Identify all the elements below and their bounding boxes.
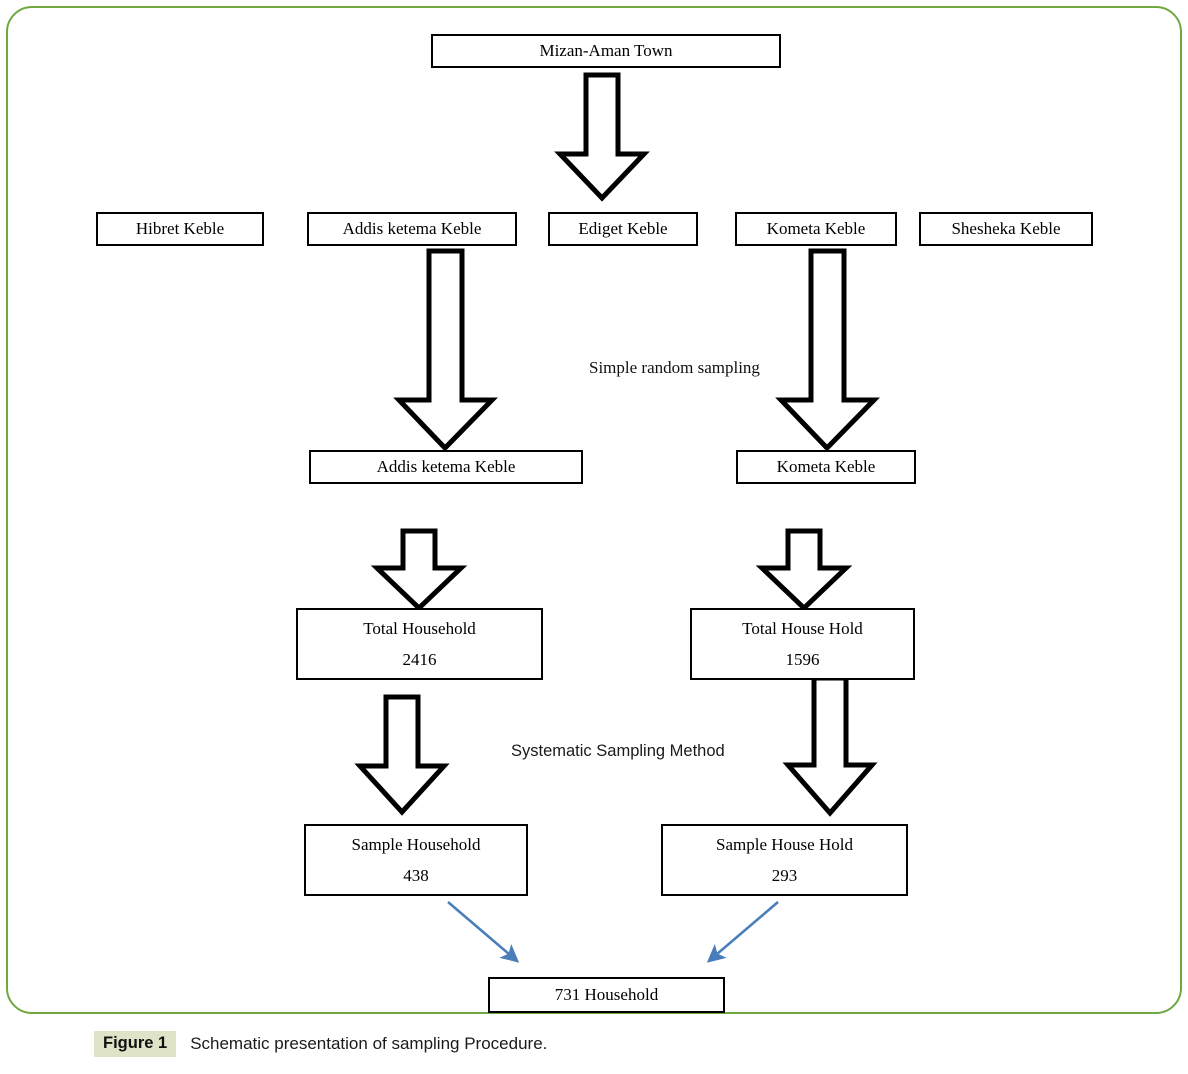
node-selected-kometa: Kometa Keble (736, 450, 916, 484)
figure-caption: Figure 1 Schematic presentation of sampl… (0, 1024, 1188, 1064)
node-label: Sample Household (351, 834, 481, 854)
node-label: Sample House Hold (716, 834, 853, 854)
figure-number: Figure 1 (94, 1031, 177, 1057)
node-kebele-kometa: Kometa Keble (735, 212, 897, 246)
arrow-blue-left-to-final (440, 896, 580, 980)
node-kebele-shesheka: Shesheka Keble (919, 212, 1093, 246)
arrow-total-to-sample-household-addis (354, 694, 450, 816)
arrow-addis-to-total-household (370, 528, 468, 612)
sampling-flowchart: Mizan-Aman Town Hibret Keble Addis ketem… (96, 34, 1093, 1013)
label-simple-random-sampling: Simple random sampling (589, 358, 760, 377)
node-value: 293 (771, 865, 798, 885)
arrow-kometa-random-sampling (775, 248, 880, 452)
node-label: Kometa Keble (776, 457, 876, 477)
arrow-root-to-kebeles (554, 72, 650, 202)
arrow-addis-ketema-random-sampling (393, 248, 498, 452)
node-label: Total Household (363, 618, 476, 638)
arrow-total-to-sample-household-kometa (782, 675, 878, 817)
node-selected-addis-ketema: Addis ketema Keble (309, 450, 583, 484)
node-kebele-hibret: Hibret Keble (96, 212, 264, 246)
node-total-household-addis: Total Household 2416 (296, 608, 543, 680)
node-value: 1596 (785, 649, 820, 669)
node-sample-household-kometa: Sample House Hold 293 (661, 824, 908, 896)
node-final-total-household: 731 Household (488, 977, 725, 1013)
node-kebele-addis-ketema: Addis ketema Keble (307, 212, 517, 246)
node-label: Total House Hold (742, 618, 863, 638)
node-label: Addis ketema Keble (376, 457, 516, 477)
node-label: Addis ketema Keble (342, 219, 482, 239)
node-label: Hibret Keble (135, 219, 225, 239)
node-mizan-aman-town: Mizan-Aman Town (431, 34, 781, 68)
arrow-kometa-to-total-household (755, 528, 853, 612)
node-total-household-kometa: Total House Hold 1596 (690, 608, 915, 680)
node-label: Kometa Keble (766, 219, 866, 239)
node-kebele-ediget: Ediget Keble (548, 212, 698, 246)
node-sample-household-addis: Sample Household 438 (304, 824, 528, 896)
node-label: 731 Household (554, 985, 659, 1005)
node-value: 2416 (402, 649, 437, 669)
figure-caption-text: Schematic presentation of sampling Proce… (190, 1034, 548, 1053)
node-label: Ediget Keble (578, 219, 668, 239)
node-label: Shesheka Keble (951, 219, 1061, 239)
node-label: Mizan-Aman Town (539, 41, 673, 61)
arrow-blue-right-to-final (690, 896, 830, 980)
node-value: 438 (403, 865, 429, 885)
label-systematic-sampling-method: Systematic Sampling Method (511, 742, 725, 760)
